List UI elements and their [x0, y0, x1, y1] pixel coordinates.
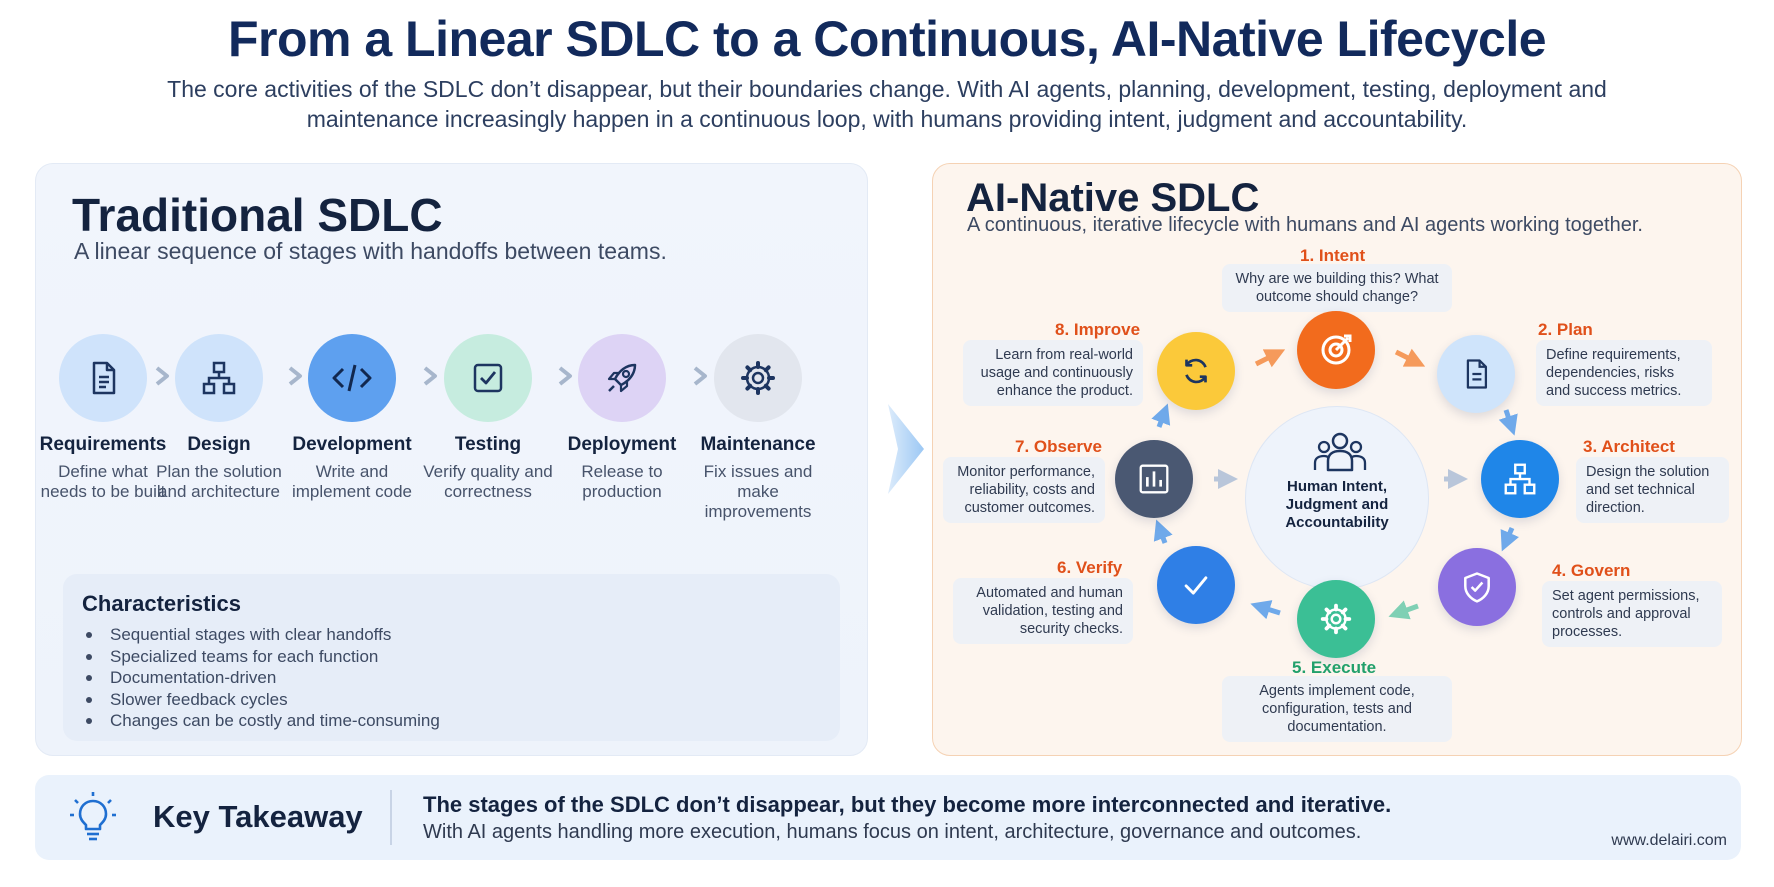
characteristics-list: Sequential stages with clear handoffs Sp… — [82, 624, 440, 732]
key-takeaway-sub: With AI agents handling more execution, … — [423, 821, 1362, 843]
checkbox-icon — [444, 334, 532, 422]
step-improve-desc: Learn from real-world usage and continuo… — [963, 340, 1143, 406]
stage-design: Design Plan the solution and architectur… — [151, 334, 287, 502]
stage-testing: Testing Verify quality and correctness — [420, 334, 556, 502]
check-icon — [1157, 546, 1235, 624]
list-item: Changes can be costly and time-consuming — [82, 710, 440, 732]
traditional-subtitle: A linear sequence of stages with handoff… — [74, 238, 667, 264]
stage-desc: Write and implement code — [291, 462, 412, 501]
traditional-sdlc-panel: Traditional SDLC A linear sequence of st… — [35, 163, 868, 756]
stage-development: Development Write and implement code — [284, 334, 420, 502]
stage-desc: Define what needs to be built — [40, 462, 166, 501]
stage-maintenance: Maintenance Fix issues and make improvem… — [690, 334, 826, 522]
stage-desc: Verify quality and correctness — [423, 462, 553, 501]
shield-icon — [1438, 548, 1516, 626]
step-intent-title: 1. Intent — [1300, 246, 1366, 265]
step-plan-title: 2. Plan — [1538, 320, 1593, 339]
step-verify-title: 6. Verify — [1057, 558, 1123, 577]
transition-arrow-icon — [888, 404, 924, 494]
document-icon — [59, 334, 147, 422]
chart-icon — [1115, 440, 1193, 518]
target-icon — [1297, 311, 1375, 389]
divider — [390, 790, 392, 845]
step-verify-desc: Automated and human validation, testing … — [953, 578, 1133, 644]
chevron-right-icon — [155, 366, 169, 386]
characteristics-box: Characteristics Sequential stages with c… — [63, 574, 840, 741]
stage-name: Design — [187, 434, 251, 455]
stage-name: Requirements — [39, 434, 167, 455]
step-plan-desc: Define requirements, dependencies, risks… — [1536, 340, 1712, 406]
step-architect-title: 3. Architect — [1583, 437, 1675, 456]
key-takeaway-label: Key Takeaway — [153, 799, 363, 834]
stage-name: Testing — [454, 434, 522, 455]
gear-icon — [1297, 580, 1375, 658]
step-execute-desc: Agents implement code, configuration, te… — [1222, 676, 1452, 742]
stage-name: Deployment — [567, 434, 677, 455]
gear-icon — [714, 334, 802, 422]
list-item: Sequential stages with clear handoffs — [82, 624, 440, 646]
lightbulb-icon — [70, 792, 116, 841]
step-observe-title: 7. Observe — [1015, 437, 1102, 456]
step-intent-desc: Why are we building this? What outcome s… — [1222, 264, 1452, 312]
characteristics-title: Characteristics — [82, 591, 241, 616]
list-item: Specialized teams for each function — [82, 646, 440, 668]
step-govern-desc: Set agent permissions, controls and appr… — [1542, 581, 1722, 647]
list-item: Documentation-driven — [82, 667, 440, 689]
step-architect-desc: Design the solution and set technical di… — [1576, 457, 1729, 523]
ai-native-subtitle: A continuous, iterative lifecycle with h… — [967, 214, 1643, 236]
ai-native-title: AI-Native SDLC — [966, 176, 1260, 220]
stage-desc: Fix issues and make improvements — [703, 462, 813, 521]
website-url: www.delairi.com — [1611, 832, 1727, 849]
rocket-icon — [578, 334, 666, 422]
traditional-title: Traditional SDLC — [72, 189, 443, 241]
hierarchy-icon — [175, 334, 263, 422]
key-takeaway-banner: Key Takeaway The stages of the SDLC don’… — [35, 775, 1741, 860]
center-label: Human Intent, Judgment and Accountabilit… — [1285, 478, 1389, 531]
document-icon — [1437, 335, 1515, 413]
people-icon — [1313, 432, 1367, 472]
chevron-right-icon — [693, 366, 707, 386]
stage-desc: Plan the solution and architecture — [156, 462, 282, 501]
step-improve-title: 8. Improve — [1055, 320, 1141, 339]
list-item: Slower feedback cycles — [82, 689, 440, 711]
step-govern-title: 4. Govern — [1552, 561, 1631, 580]
chevron-right-icon — [288, 366, 302, 386]
step-execute-title: 5. Execute — [1292, 658, 1377, 677]
chevron-right-icon — [558, 366, 572, 386]
page-title: From a Linear SDLC to a Continuous, AI-N… — [227, 11, 1547, 67]
stage-requirements: Requirements Define what needs to be bui… — [35, 334, 171, 502]
step-observe-desc: Monitor performance, reliability, costs … — [943, 457, 1105, 523]
key-takeaway-main: The stages of the SDLC don’t disappear, … — [423, 792, 1392, 817]
code-icon — [308, 334, 396, 422]
stage-desc: Release to production — [581, 462, 663, 501]
chevron-right-icon — [423, 366, 437, 386]
stage-name: Development — [292, 434, 412, 455]
refresh-icon — [1157, 332, 1235, 410]
stage-deployment: Deployment Release to production — [554, 334, 690, 502]
hierarchy-icon — [1481, 440, 1559, 518]
center-circle — [1245, 406, 1429, 590]
stage-name: Maintenance — [700, 434, 816, 455]
page-subtitle: The core activities of the SDLC don’t di… — [167, 76, 1607, 132]
